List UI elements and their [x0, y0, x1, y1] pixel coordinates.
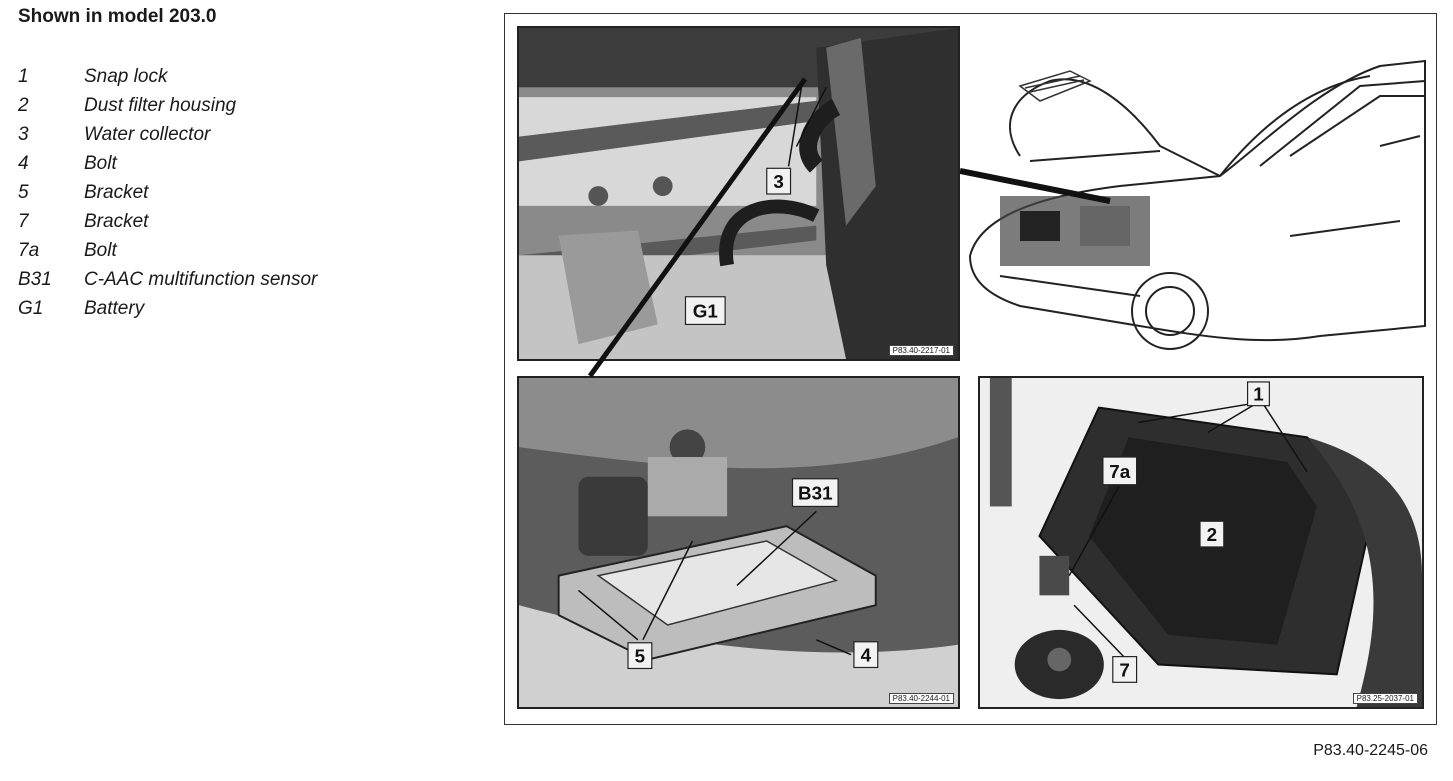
callout-box — [1246, 381, 1270, 407]
figure-reference-code: P83.40-2245-06 — [1313, 742, 1428, 759]
photo-dust-filter-housing: 1 7a 2 7 P83.25-2037-01 — [978, 376, 1424, 709]
legend-label: Snap lock — [84, 66, 168, 87]
legend-item: 7a Bolt — [18, 236, 317, 265]
legend-item: 2 Dust filter housing — [18, 91, 317, 120]
legend-item: 7 Bracket — [18, 207, 317, 236]
legend-label: Bracket — [84, 211, 149, 232]
callout-box — [1112, 656, 1138, 683]
callout-box — [627, 642, 653, 670]
callout-label: 5 — [635, 646, 645, 667]
legend-key: B31 — [18, 269, 52, 290]
legend-key: 1 — [18, 66, 29, 87]
callout-box — [1102, 456, 1138, 486]
vehicle-drawing-image — [959, 59, 1426, 350]
legend-label: Water collector — [84, 124, 211, 145]
legend-key: 4 — [18, 153, 29, 174]
legend-label: Battery — [84, 298, 145, 319]
legend-label: Dust filter housing — [84, 95, 237, 116]
photo-multifunction-sensor-image: B31 5 4 — [519, 378, 958, 707]
photo-dust-filter-housing-image: 1 7a 2 7 — [980, 378, 1422, 707]
legend-label: Bracket — [84, 182, 149, 203]
page-heading: Shown in model 203.0 — [18, 6, 217, 27]
callout-label: 7 — [1119, 659, 1129, 680]
legend-item: 5 Bracket — [18, 178, 317, 207]
legend-item: G1 Battery — [18, 294, 317, 323]
legend-key: 5 — [18, 182, 29, 203]
callout-label: 7a — [1109, 461, 1130, 482]
photo-water-collector: 3 G1 P83.40-2217-01 — [517, 26, 960, 361]
legend-list: 1 Snap lock 2 Dust filter housing 3 Water c… — [18, 62, 317, 323]
callout-label: 4 — [861, 645, 872, 666]
legend-label: Bolt — [84, 153, 117, 174]
callout-box — [1199, 520, 1225, 548]
legend-key: G1 — [18, 298, 44, 319]
photo-multifunction-sensor: B31 5 4 P83.40-2244-01 — [517, 376, 960, 709]
legend-item: 4 Bolt — [18, 149, 317, 178]
leader-line — [959, 168, 1111, 204]
callout-label: B31 — [798, 483, 833, 504]
photo-code: P83.25-2037-01 — [1352, 693, 1418, 704]
figure-frame: 3 G1 P83.40-2217-01 — [504, 13, 1437, 725]
legend-label: Bolt — [84, 240, 117, 261]
callout-box — [791, 478, 839, 508]
legend-item: B31 C-AAC multifunction sensor — [18, 265, 317, 294]
callout-box — [853, 641, 879, 669]
callout-label: G1 — [693, 301, 718, 322]
legend-key: 2 — [18, 95, 29, 116]
callout-label: 3 — [773, 171, 783, 192]
legend-key: 3 — [18, 124, 29, 145]
callout-label: 1 — [1253, 384, 1263, 405]
callout-label: 2 — [1207, 524, 1217, 545]
legend-item: 1 Snap lock — [18, 62, 317, 91]
vehicle-drawing — [959, 26, 1430, 366]
photo-code: P83.40-2217-01 — [888, 345, 954, 356]
legend-key: 7a — [18, 240, 40, 261]
legend-label: C-AAC multifunction sensor — [84, 269, 318, 290]
photo-code: P83.40-2244-01 — [888, 693, 954, 704]
legend-item: 3 Water collector — [18, 120, 317, 149]
photo-water-collector-image: 3 G1 — [519, 28, 958, 359]
legend-key: 7 — [18, 211, 29, 232]
